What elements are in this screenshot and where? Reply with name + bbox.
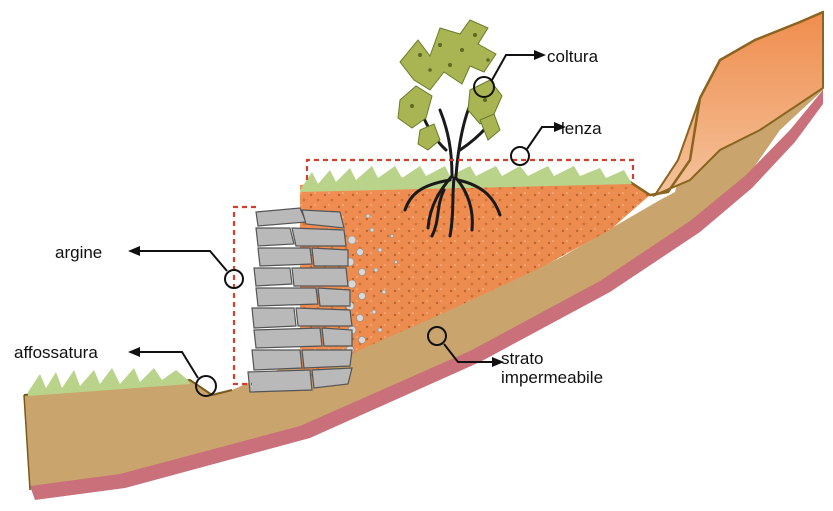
lenza-marker (511, 147, 529, 165)
label-argine: argine (55, 243, 102, 262)
label-strato-line2: impermeabile (501, 368, 603, 387)
label-coltura: coltura (547, 47, 598, 66)
label-affossatura: affossatura (14, 343, 98, 362)
arrow-coltura-icon (534, 50, 546, 60)
stone-wall (248, 208, 352, 392)
label-strato-line1: strato (501, 349, 603, 368)
label-lenza: lenza (561, 119, 602, 138)
arrow-affossatura-icon (128, 347, 140, 357)
arrow-argine-icon (128, 246, 140, 256)
label-strato-impermeabile: strato impermeabile (501, 349, 603, 387)
foliage (398, 20, 502, 150)
